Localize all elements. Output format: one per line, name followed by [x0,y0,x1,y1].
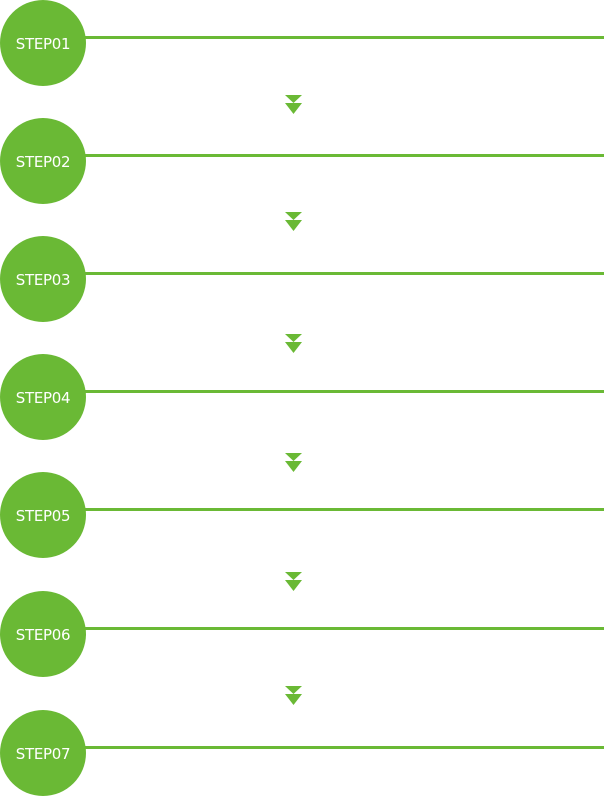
step-divider-line [40,390,604,393]
step-row: STEP01 [0,0,607,86]
double-chevron-down-icon [285,212,302,231]
step-badge: STEP07 [0,710,86,796]
step-badge: STEP02 [0,118,86,204]
step-row: STEP05 [0,472,607,558]
step-divider-line [40,746,604,749]
step-divider-line [40,272,604,275]
double-chevron-down-icon [285,334,302,353]
step-divider-line [40,154,604,157]
step-row: STEP07 [0,710,607,796]
step-divider-line [40,36,604,39]
step-badge: STEP05 [0,472,86,558]
step-divider-line [40,627,604,630]
step-badge: STEP06 [0,591,86,677]
step-badge: STEP04 [0,354,86,440]
double-chevron-down-icon [285,453,302,472]
double-chevron-down-icon [285,686,302,705]
double-chevron-down-icon [285,95,302,114]
step-row: STEP03 [0,236,607,322]
double-chevron-down-icon [285,572,302,591]
step-row: STEP02 [0,118,607,204]
step-badge: STEP01 [0,0,86,86]
step-divider-line [40,508,604,511]
step-badge: STEP03 [0,236,86,322]
step-row: STEP04 [0,354,607,440]
step-row: STEP06 [0,591,607,677]
